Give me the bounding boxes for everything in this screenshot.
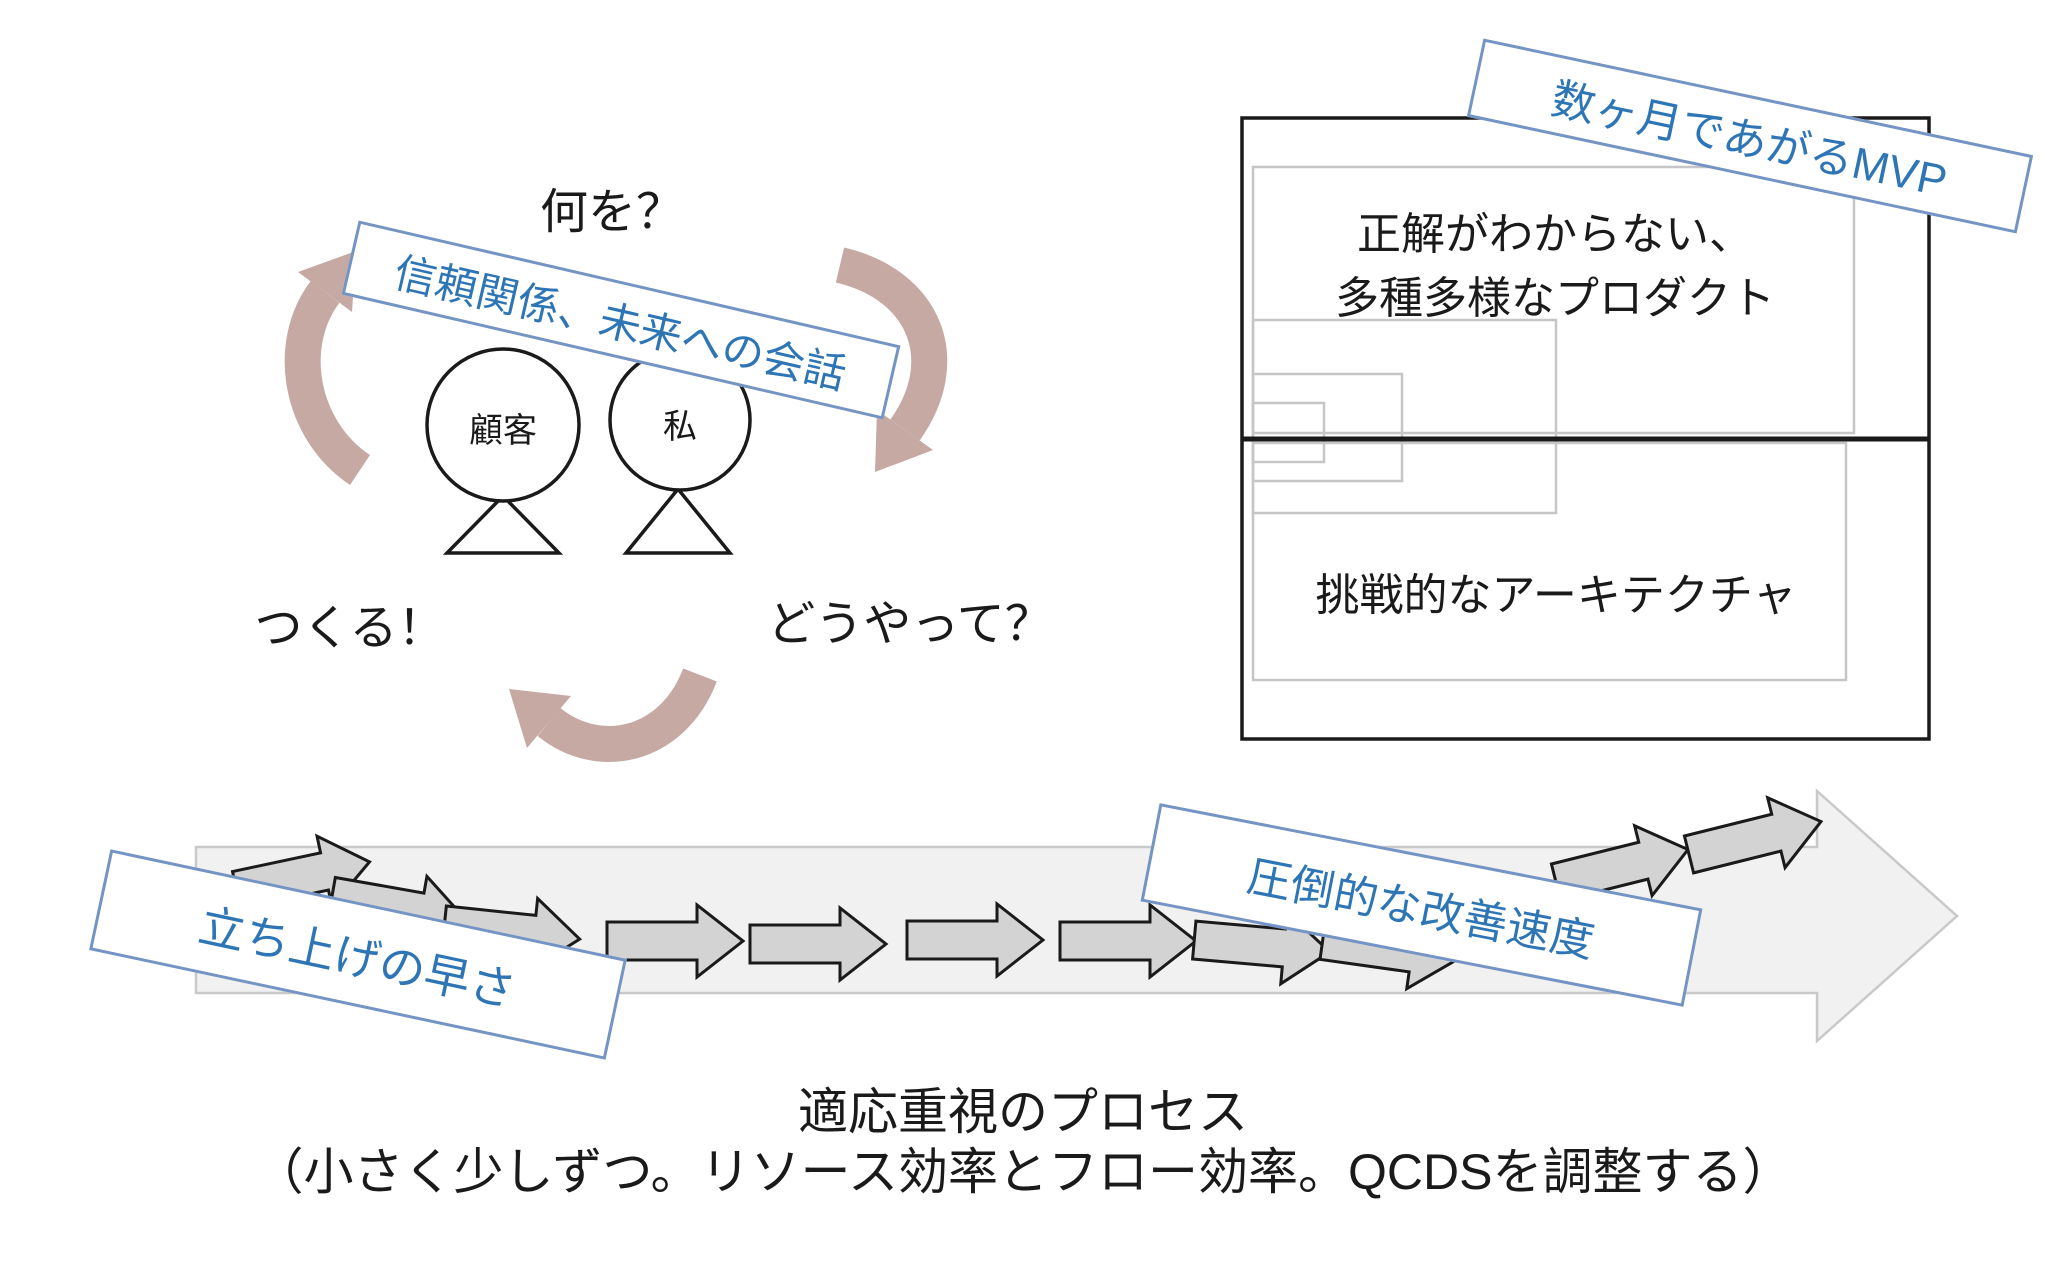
cycle-arrow-bottom bbox=[537, 667, 717, 762]
cycle-arrow-right bbox=[835, 247, 948, 441]
nested-rect-bottom bbox=[1251, 441, 1848, 682]
nested-rect-tiny bbox=[1251, 401, 1326, 464]
process-caption-line2: （小さく少しずつ。リソース効率とフロー効率。QCDSを調整する） bbox=[253, 1144, 1793, 1200]
product-box-top-text: 正解がわからない、 多種多様なプロダクト bbox=[1335, 210, 1775, 323]
customer-head bbox=[425, 347, 581, 503]
customer-label: 顧客 bbox=[469, 412, 537, 450]
nested-rect-mid bbox=[1251, 318, 1558, 515]
cycle-arrow-bottom-head bbox=[509, 689, 571, 748]
cycle-arrow-right-head bbox=[875, 410, 933, 472]
nested-rect-small bbox=[1251, 372, 1404, 483]
product-box-bottom-text: 挑戦的なアーキテクチャ bbox=[1315, 571, 1797, 620]
cycle-arrow-left-head bbox=[298, 251, 356, 312]
process-caption-line1: 適応重視のプロセス bbox=[798, 1084, 1248, 1140]
how-label: どうやって？ bbox=[767, 598, 1053, 651]
customer-body bbox=[442, 493, 564, 555]
me-label: 私 bbox=[663, 408, 697, 446]
me-body bbox=[622, 486, 734, 555]
nested-rect-top bbox=[1251, 165, 1856, 435]
cycle-arrow-left bbox=[284, 281, 371, 485]
what-label: 何を？ bbox=[539, 186, 684, 239]
make-label: つくる！ bbox=[254, 602, 446, 655]
